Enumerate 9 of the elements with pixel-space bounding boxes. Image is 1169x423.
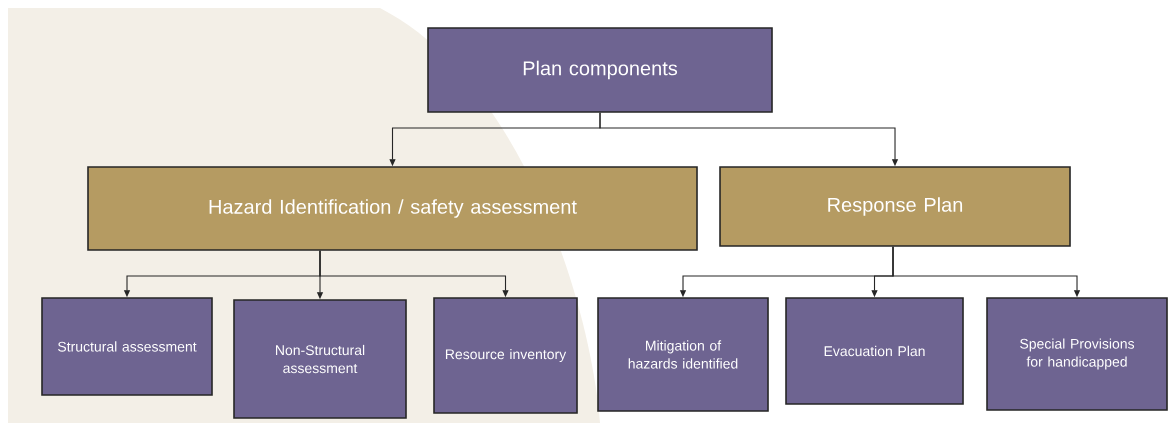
- process-box: Evacuation Plan: [785, 297, 964, 405]
- process-box: Resource inventory: [433, 297, 578, 414]
- process-box: Mitigation of hazards identified: [597, 297, 769, 412]
- process-box: Plan components: [427, 27, 773, 113]
- process-box: Response Plan: [719, 166, 1071, 247]
- process-box: Structural assessment: [41, 297, 213, 396]
- process-box: Non-Structural assessment: [233, 299, 407, 419]
- process-box: Special Provisions for handicapped: [986, 297, 1168, 411]
- process-box: Hazard Identification / safety assessment: [87, 166, 698, 251]
